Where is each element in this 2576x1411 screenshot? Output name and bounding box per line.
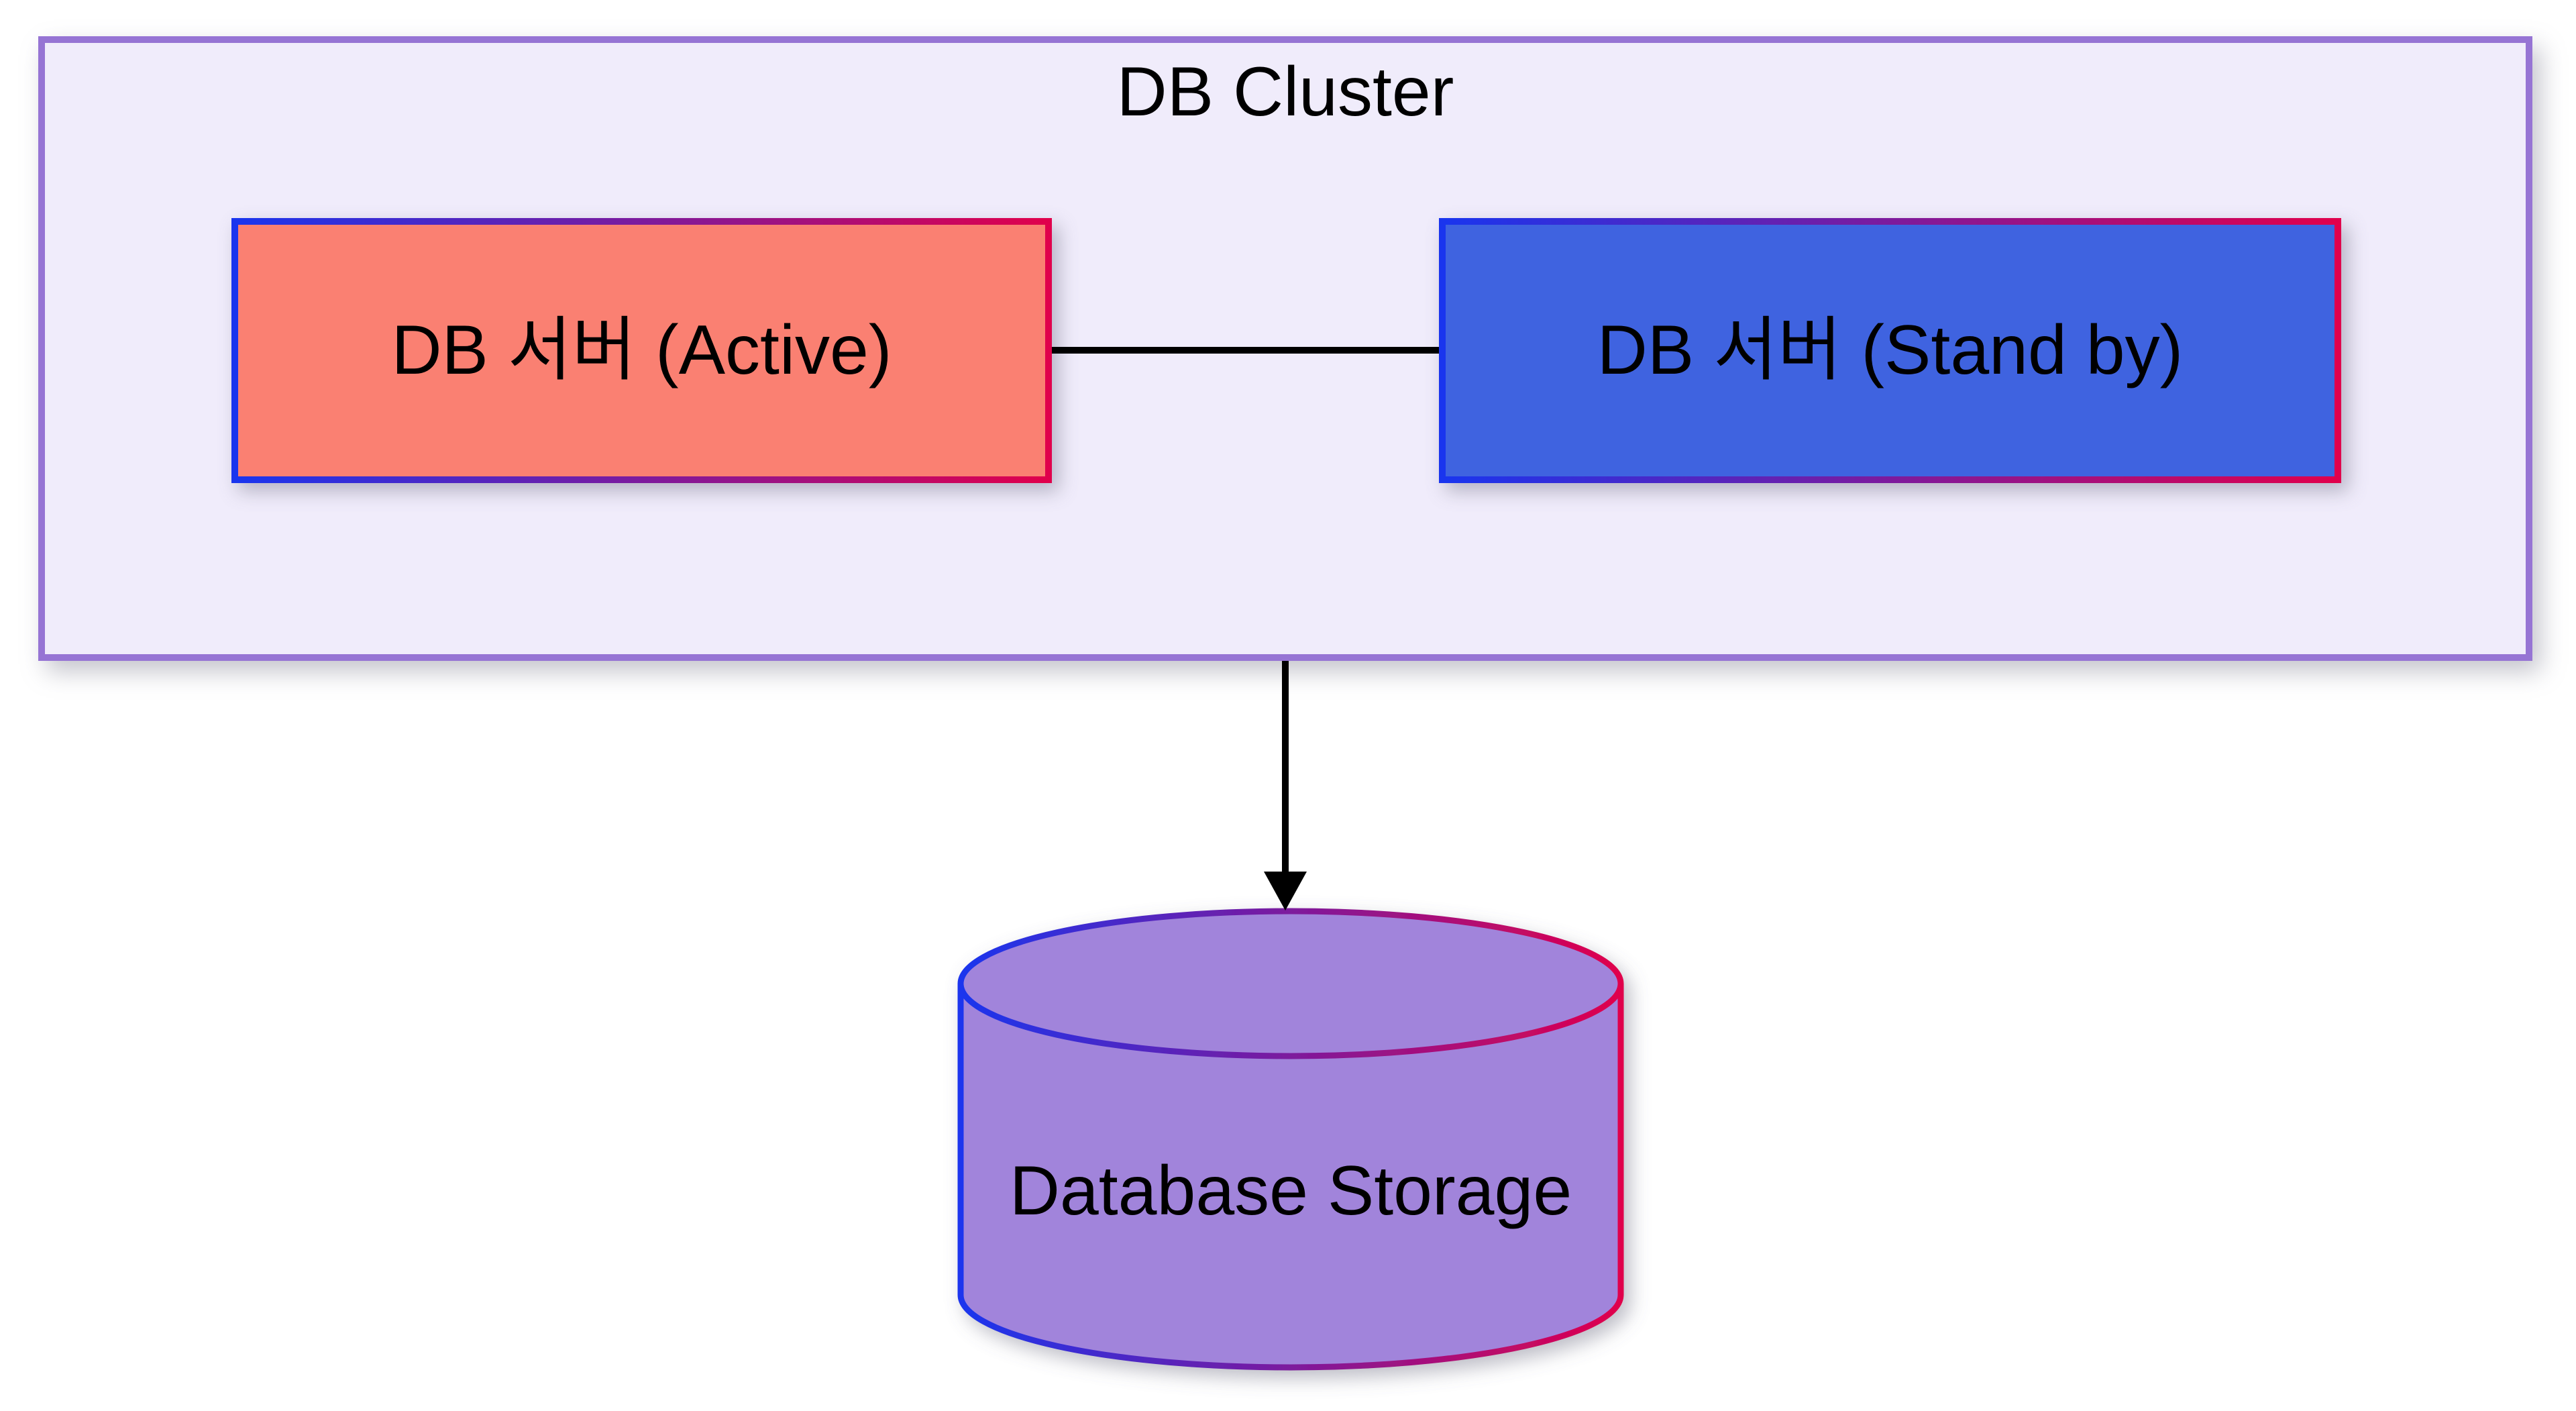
cylinder-body [957,908,1624,1371]
edge-active-standby [1052,347,1439,354]
node-db-server-active-label: DB 서버 (Active) [391,311,892,389]
cluster-db-cluster: DB Cluster DB 서버 (Active) DB 서버 (Stand b… [38,36,2532,661]
cylinder-top-ellipse [957,983,1624,1059]
cluster-title: DB Cluster [1116,53,1454,131]
arrowhead-icon [1264,872,1307,910]
node-db-server-standby-label: DB 서버 (Stand by) [1597,311,2184,389]
node-db-server-active: DB 서버 (Active) [231,218,1052,483]
node-db-server-standby: DB 서버 (Stand by) [1439,218,2341,483]
node-database-storage [957,908,1624,1371]
node-database-storage-label: Database Storage [1009,1152,1572,1230]
